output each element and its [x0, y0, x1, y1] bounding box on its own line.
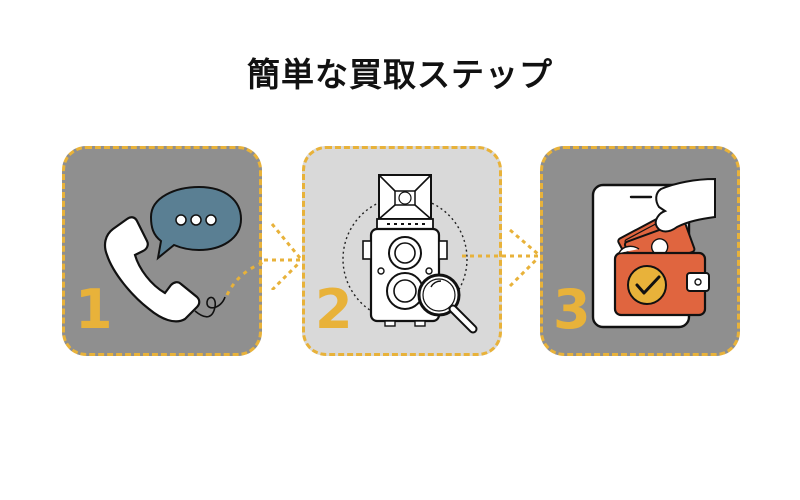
phone-chat-icon [103, 185, 265, 323]
arrow-connector-icon [264, 223, 302, 290]
camera-inspect-icon [342, 174, 478, 334]
arrow-connector-icon [462, 228, 540, 288]
step-number: 3 [553, 278, 591, 341]
step-number: 1 [75, 278, 113, 341]
step-3-panel: 3 [540, 146, 740, 356]
step-2-panel: 2 [302, 146, 502, 356]
step-number: 2 [315, 278, 353, 341]
step-1-panel: 1 [62, 146, 265, 356]
wallet-payment-icon [591, 177, 716, 329]
page-title: 簡単な買取ステップ [247, 55, 553, 94]
